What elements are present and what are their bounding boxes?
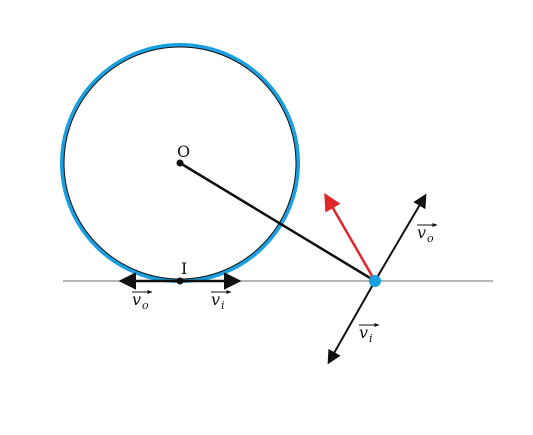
label-vo-bottom-v: v [132,290,141,309]
velocity-arrow-vo-diagonal [374,193,427,282]
label-vi-right-v: v [359,323,368,342]
point-on-line [369,275,381,287]
label-vo-right-v: v [417,223,426,242]
contact-label: I [181,259,187,278]
red-arrow [324,192,377,282]
label-vo-right: v o [417,223,438,245]
center-label: O [177,142,190,161]
label-vi-bottom-v: v [211,290,220,309]
label-vo-right-sub: o [427,232,434,245]
velocity-arrow-vi-diagonal [327,280,376,365]
label-vi-bottom: v i [211,290,232,312]
label-vi-right: v i [359,323,380,345]
segment-o-to-point [179,161,376,283]
contact-point [176,277,184,285]
label-vi-right-sub: i [369,332,373,345]
label-vi-bottom-sub: i [221,299,225,312]
label-vo-bottom-sub: o [142,299,149,312]
center-point [176,159,184,167]
label-vo-bottom: v o [132,290,153,312]
